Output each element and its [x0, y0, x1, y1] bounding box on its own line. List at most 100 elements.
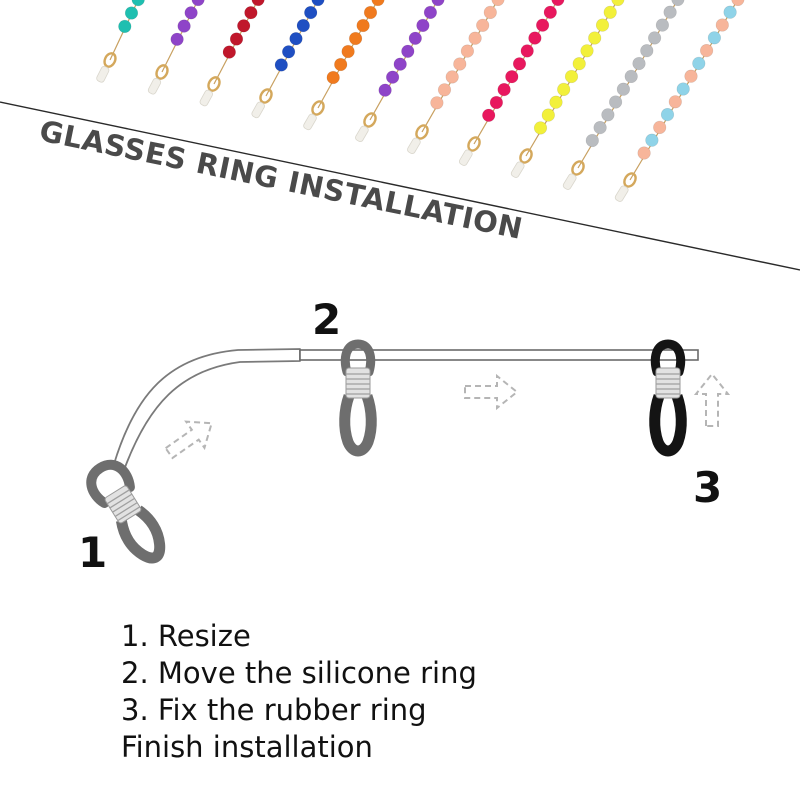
- bead: [616, 82, 631, 96]
- bead: [512, 57, 527, 71]
- lobster-clasp: [259, 88, 273, 104]
- bead: [632, 56, 646, 71]
- photo-card-background: [0, 0, 800, 270]
- bead: [431, 0, 445, 7]
- bead: [497, 82, 511, 97]
- rubber-end-tip: [199, 89, 213, 107]
- bead: [533, 121, 548, 135]
- rubber-end-tip: [458, 149, 473, 166]
- arrow-right-icon: [464, 373, 519, 411]
- bead: [723, 5, 737, 19]
- bead: [647, 31, 662, 45]
- bead: [640, 44, 654, 58]
- temple-tube: [113, 348, 301, 471]
- temple-arm: [299, 349, 699, 361]
- bead: [356, 18, 370, 33]
- bead: [326, 70, 340, 85]
- bead: [505, 70, 519, 84]
- bead: [408, 31, 422, 45]
- step-label-1: 1: [78, 528, 107, 577]
- bead: [118, 19, 132, 33]
- bead: [401, 44, 415, 58]
- bead: [349, 31, 363, 46]
- rubber-end-tip: [407, 137, 421, 155]
- rubber-end-tip: [251, 101, 265, 119]
- instruction-finish: Finish installation: [121, 730, 373, 764]
- instruction-step-1: 1. Resize: [121, 619, 251, 653]
- bead: [445, 70, 459, 84]
- rubber-end-tip: [614, 185, 629, 202]
- bead: [386, 70, 400, 84]
- bead: [663, 5, 677, 19]
- bead: [684, 69, 698, 83]
- bead: [296, 18, 310, 33]
- silicone-ring-step-2: [339, 339, 377, 457]
- bead: [608, 95, 623, 109]
- lobster-clasp: [155, 64, 169, 80]
- bead: [692, 56, 706, 71]
- rubber-end-tip: [562, 173, 577, 190]
- silicone-ring-step-1: [86, 459, 166, 564]
- ring-coil-2: [345, 367, 371, 399]
- rubber-end-tip: [96, 65, 110, 83]
- instruction-step-3: 3. Fix the rubber ring: [121, 693, 427, 727]
- instruction-list: 1. Resize 2. Move the silicone ring 3. F…: [121, 618, 477, 766]
- bead: [229, 32, 244, 46]
- bead: [731, 0, 745, 7]
- bead: [378, 83, 392, 97]
- arrow-up-icon: [693, 372, 731, 427]
- bead: [585, 133, 599, 148]
- bead: [131, 0, 145, 7]
- product-photo-card: [0, 0, 800, 271]
- bead: [572, 57, 586, 71]
- bead: [430, 96, 444, 110]
- bead: [476, 18, 490, 32]
- rubber-ring-step-3: [649, 339, 687, 457]
- bead: [191, 0, 205, 7]
- bead: [543, 5, 557, 19]
- ring-coil-1: [104, 485, 142, 524]
- bead: [588, 31, 602, 45]
- arrow-up-right-icon: [164, 420, 213, 460]
- rubber-end-tip: [510, 161, 525, 178]
- lobster-clasp: [311, 100, 325, 116]
- bead: [535, 18, 550, 32]
- bead: [637, 146, 651, 160]
- bead: [541, 108, 555, 122]
- bead: [251, 0, 265, 7]
- bead: [304, 6, 318, 20]
- bead: [668, 95, 682, 109]
- step-label-3: 3: [693, 463, 722, 512]
- bead: [363, 5, 378, 20]
- bead: [453, 57, 467, 71]
- bead: [580, 44, 594, 58]
- photo-card-edge: [0, 101, 800, 271]
- beaded-chains: [96, 0, 745, 202]
- bead: [655, 18, 670, 32]
- ring-coil-3: [655, 367, 681, 399]
- lobster-clasp: [623, 172, 637, 188]
- bead: [676, 82, 690, 96]
- bead: [549, 95, 563, 109]
- bead: [237, 19, 251, 33]
- instruction-step-2: 2. Move the silicone ring: [121, 656, 477, 690]
- bead: [170, 32, 184, 46]
- bead: [707, 31, 722, 45]
- bead: [423, 5, 438, 19]
- bead: [593, 120, 607, 135]
- lobster-clasp: [467, 136, 481, 152]
- bead: [282, 45, 296, 59]
- bead: [611, 0, 625, 7]
- bead: [460, 44, 475, 58]
- bead: [371, 0, 385, 7]
- bead: [564, 69, 579, 84]
- lobster-clasp: [363, 112, 377, 128]
- bead: [645, 133, 659, 147]
- bead: [244, 6, 258, 20]
- bead: [491, 0, 505, 7]
- bead: [528, 31, 542, 45]
- lobster-clasp: [571, 160, 585, 176]
- lobster-clasp: [415, 124, 429, 140]
- bead: [660, 107, 675, 122]
- bead: [416, 18, 430, 32]
